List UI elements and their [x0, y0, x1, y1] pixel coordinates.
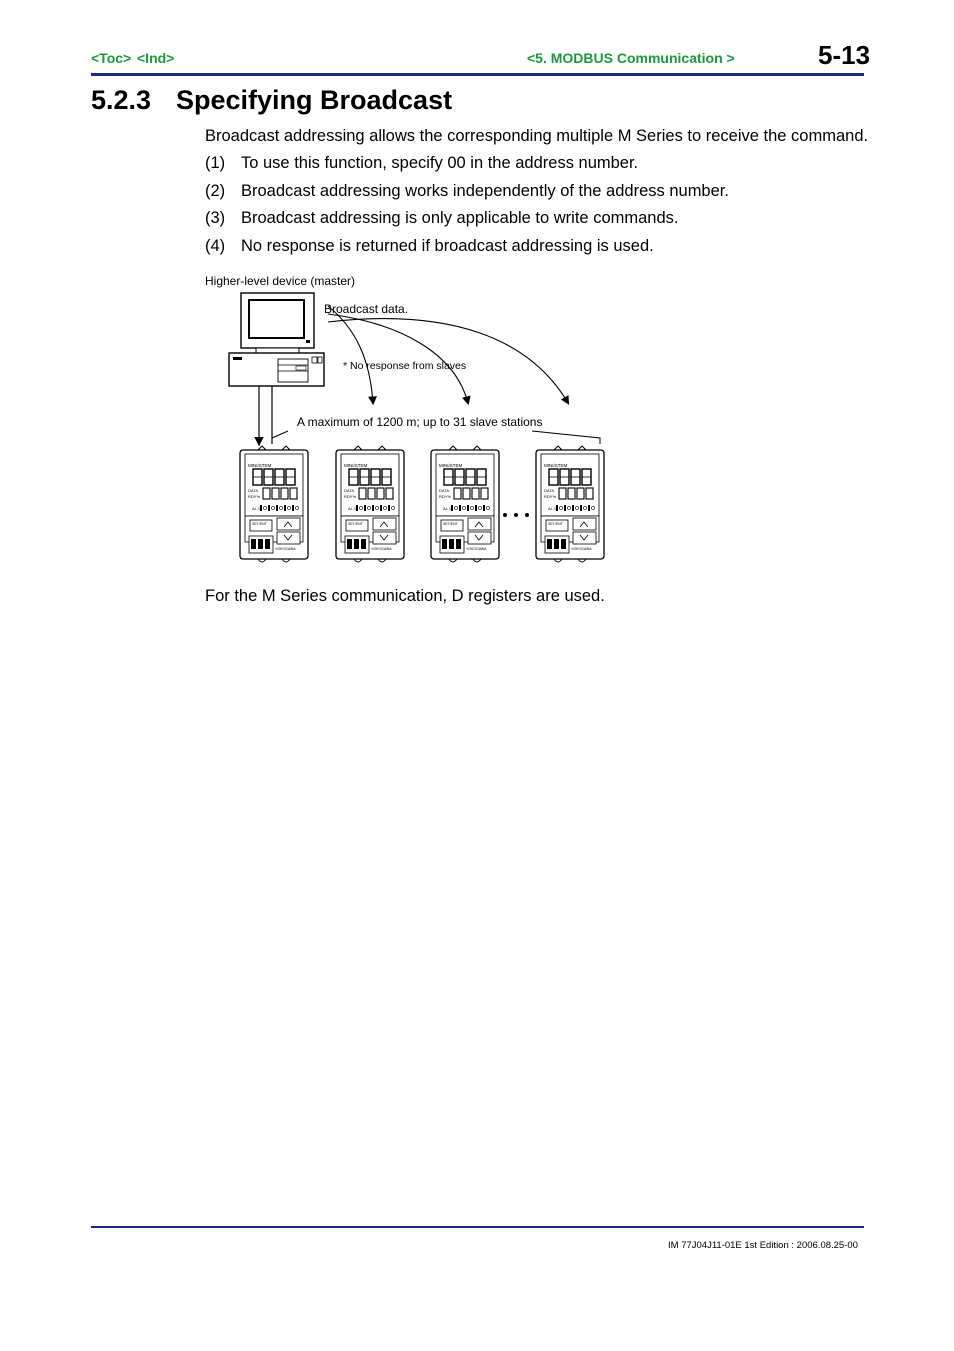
broadcast-label: Broadcast data.	[324, 302, 408, 316]
master-computer-icon	[228, 292, 325, 387]
slave-alarm-label: AL 1	[443, 506, 452, 511]
chapter-link[interactable]: <5. MODBUS Communication >	[527, 50, 735, 66]
slave-maker-label: YOKOGAWA	[466, 547, 487, 551]
header-rule	[91, 73, 864, 76]
list-item-number: (3)	[205, 209, 226, 227]
list-item: (1) To use this function, specify 00 in t…	[205, 153, 638, 173]
slave-alarm-label: AL 1	[548, 506, 557, 511]
slave-data-label: DATA	[544, 488, 554, 493]
slave-alarm-label: AL 1	[252, 506, 261, 511]
slave-data-label: DATA	[248, 488, 258, 493]
slave-rdy-label: RDY%	[544, 494, 556, 499]
intro-paragraph: Broadcast addressing allows the correspo…	[205, 127, 869, 145]
slave-brand-label: MINI/STEM	[344, 463, 368, 468]
slave-brand-label: MINI/STEM	[544, 463, 568, 468]
broadcast-arrow	[327, 318, 570, 405]
list-item-number: (2)	[205, 182, 226, 200]
toc-link[interactable]: <Toc>	[91, 50, 132, 66]
slave-rdy-label: RDY%	[344, 494, 356, 499]
list-item-number: (4)	[205, 237, 226, 255]
broadcast-arrow	[327, 305, 377, 406]
broadcast-arrow	[327, 313, 471, 406]
page-number: 5-13	[818, 40, 871, 70]
list-item: (2) Broadcast addressing works independen…	[205, 181, 729, 201]
footer-text: IM 77J04J11-01E 1st Edition : 2006.08.25…	[668, 1240, 858, 1251]
slave-maker-label: YOKOGAWA	[571, 547, 592, 551]
broadcast-diagram: Higher-level device (master) Broadcast d…	[205, 274, 605, 563]
closing-paragraph: For the M Series communication, D regist…	[205, 587, 605, 605]
section-heading: 5.2.3 Specifying Broadcast	[91, 85, 452, 116]
slave-rdy-label: RDY%	[248, 494, 260, 499]
slave-alarm-label: AL 1	[348, 506, 357, 511]
list-item-text: To use this function, specify 00 in the …	[241, 154, 639, 172]
slave-maker-label: YOKOGAWA	[275, 547, 296, 551]
slave-rdy-label: RDY%	[439, 494, 451, 499]
section-title: Specifying Broadcast	[176, 85, 453, 115]
slave-set-button-label: SET/ENT	[252, 522, 268, 526]
slave-set-button-label: SET/ENT	[348, 522, 364, 526]
no-response-label: * No response from slaves	[343, 360, 466, 372]
list-item-number: (1)	[205, 154, 226, 172]
ellipsis-dots-icon	[503, 513, 529, 517]
distance-bracket	[271, 430, 601, 444]
list-item-text: No response is returned if broadcast add…	[241, 237, 654, 255]
list-item-text: Broadcast addressing works independently…	[241, 182, 729, 200]
list-item: (4) No response is returned if broadcast …	[205, 236, 654, 256]
distance-label: A maximum of 1200 m; up to 31 slave stat…	[297, 415, 542, 429]
index-link[interactable]: <Ind>	[137, 50, 175, 66]
slave-data-label: DATA	[344, 488, 354, 493]
slave-brand-label: MINI/STEM	[439, 463, 463, 468]
footer-rule	[91, 1226, 864, 1228]
slave-maker-label: YOKOGAWA	[371, 547, 392, 551]
list-item-text: Broadcast addressing is only applicable …	[241, 209, 679, 227]
slave-data-label: DATA	[439, 488, 449, 493]
master-label: Higher-level device (master)	[205, 274, 355, 288]
slave-set-button-label: SET/ENT	[548, 522, 564, 526]
slave-brand-label: MINI/STEM	[248, 463, 272, 468]
list-item: (3) Broadcast addressing is only applicab…	[205, 208, 678, 228]
section-number: 5.2.3	[91, 85, 152, 115]
slave-set-button-label: SET/ENT	[443, 522, 459, 526]
